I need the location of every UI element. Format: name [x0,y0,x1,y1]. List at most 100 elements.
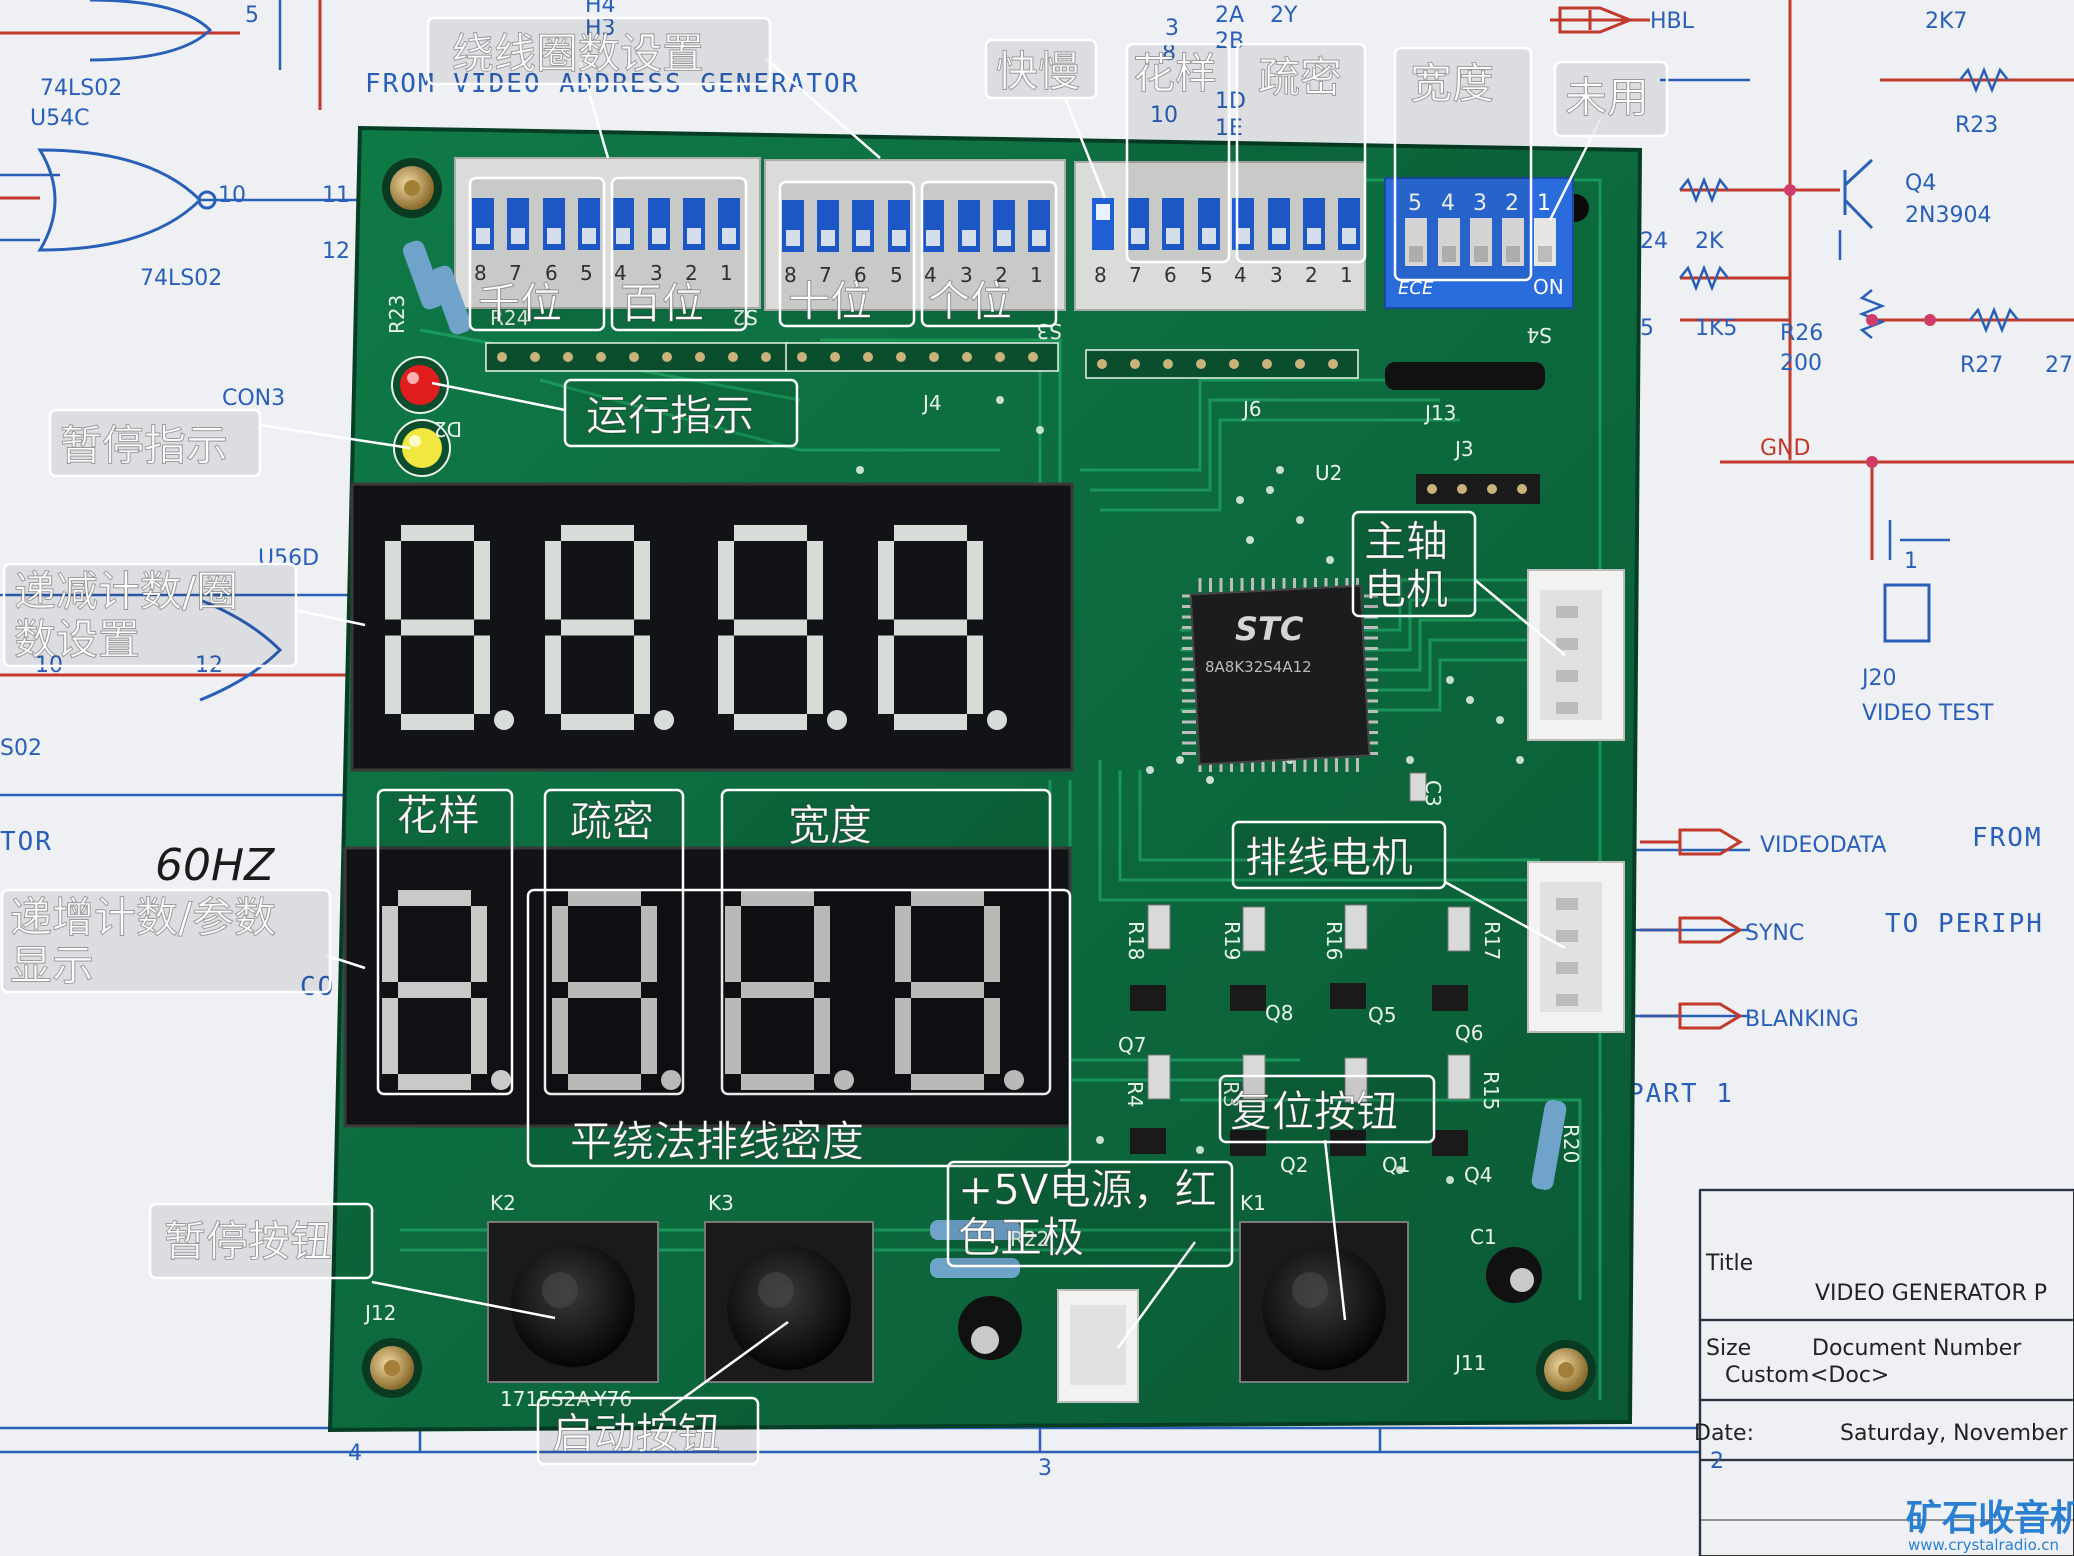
display-segment [741,982,814,998]
display-decimal-point [1004,1070,1024,1090]
connector-label: J20 [1860,666,1896,691]
schematic-labels: 74LS02 U54C 74LS02 U56D S02 CON3 5 10 11… [0,0,2073,1481]
title-block-value: VIDEO GENERATOR P [1815,1281,2047,1306]
connector-traverse-motor[interactable] [1527,861,1625,1033]
svg-text:R16: R16 [1322,921,1346,960]
callout-width-top: 宽度 [1393,46,1533,282]
pin-label: 2A [1215,3,1244,28]
svg-text:十位: 十位 [788,277,872,326]
svg-text:3: 3 [650,261,663,285]
svg-text:3: 3 [1270,263,1283,287]
capacitor [1486,1247,1542,1303]
svg-text:1: 1 [720,261,733,285]
svg-text:个位: 个位 [928,277,1012,326]
net-label: H3 [585,16,616,41]
schematic-note: TO PERIPH [1885,909,2044,939]
display-segment [807,635,823,714]
pin-label: 1D [1215,89,1246,114]
display-decimal-point [654,710,674,730]
svg-text:2: 2 [995,263,1008,287]
display-segment [561,714,634,730]
svg-text:Q4: Q4 [1464,1163,1492,1187]
watermark-name: 矿石收音机 [1906,1498,2074,1539]
pin-header [485,342,1359,379]
callout-run-indicator: 运行指示 [563,378,799,448]
dip-switch-s2[interactable] [454,157,761,309]
net-label: SYNC [1745,921,1804,946]
display-segment [741,890,814,906]
callout-density-bottom: 疏密 [543,788,685,1096]
watermark-url: www.crystalradio.cn [1908,1536,2059,1554]
title-block-label: Document Number [1812,1336,2022,1361]
svg-text:显示: 显示 [10,941,94,990]
connector-name: VIDEO TEST [1862,701,1994,726]
svg-text:电机: 电机 [1364,565,1448,614]
svg-text:R4: R4 [1123,1081,1147,1108]
svg-text:1: 1 [1537,191,1551,216]
pause-button[interactable] [487,1221,659,1383]
svg-text:5: 5 [1200,263,1213,287]
svg-text:C3: C3 [1421,780,1445,807]
schematic-note: TOR [0,827,53,857]
resistor-value: 200 [1780,351,1822,376]
display-segment [718,635,734,714]
display-segment [382,906,398,982]
display-increment [343,846,1072,1128]
svg-text:ECE: ECE [1398,278,1434,299]
callout-turns-setting: 绕线圈数设置 [426,16,772,86]
svg-text:暂停指示: 暂停指示 [60,421,228,470]
grid-number: 2 [1710,1449,1724,1474]
display-segment [911,982,984,998]
callout-pattern-bottom: 花样 [376,788,514,1096]
resistor-value: 1K5 [1695,316,1737,341]
svg-text:6: 6 [545,261,558,285]
display-segment [894,619,967,636]
reset-button[interactable] [1239,1221,1409,1383]
svg-text:花样: 花样 [1133,49,1217,98]
display-segment [894,525,967,541]
svg-text:递减计数/圈: 递减计数/圈 [14,567,238,616]
svg-text:R3: R3 [1219,1081,1243,1108]
svg-text:J3: J3 [1453,437,1474,461]
resistor-label: 5 [1640,316,1654,341]
display-segment [552,906,568,982]
svg-text:启动按钮: 启动按钮 [552,1409,720,1458]
svg-text:5: 5 [1408,191,1422,216]
svg-text:2: 2 [685,261,698,285]
svg-text:J6: J6 [1241,397,1262,421]
svg-text:R15: R15 [1479,1071,1503,1110]
svg-text:R18: R18 [1124,921,1148,960]
net-label: GND [1760,436,1810,461]
display-segment [385,541,401,620]
resistor [402,240,472,335]
svg-text:4: 4 [1234,263,1247,287]
display-segment [725,906,741,982]
start-button[interactable] [704,1221,874,1383]
display-segment [401,525,474,541]
connector-power[interactable] [1057,1289,1139,1403]
display-decimal-point [494,710,514,730]
svg-text:8: 8 [1094,263,1107,287]
transistor-label: Q4 [1905,171,1936,196]
callout-start-button: 启动按钮 [536,1396,760,1466]
svg-text:J4: J4 [921,391,942,415]
display-segment [398,890,471,906]
display-segment [398,1074,471,1090]
svg-text:复位按钮: 复位按钮 [1230,1087,1398,1136]
svg-text:2: 2 [1305,263,1318,287]
chip-part: 8A8K32S4A12 [1205,658,1312,676]
title-block-value: Saturday, November [1840,1421,2069,1446]
display-segment [967,635,983,714]
jumper-header [1416,474,1540,504]
callout-hundreds: 百位 [610,176,748,332]
dip-switch-s4[interactable] [1384,177,1574,309]
handwritten-note: 60HZ [155,840,275,891]
display-segment [984,906,1000,982]
connector-spindle-motor[interactable] [1527,569,1625,741]
svg-text:7: 7 [819,263,832,287]
resistor-value: 2K7 [1925,9,1967,34]
svg-text:1: 1 [1030,263,1043,287]
svg-text:K1: K1 [1240,1191,1266,1215]
svg-text:4: 4 [1441,191,1455,216]
display-segment [967,541,983,620]
